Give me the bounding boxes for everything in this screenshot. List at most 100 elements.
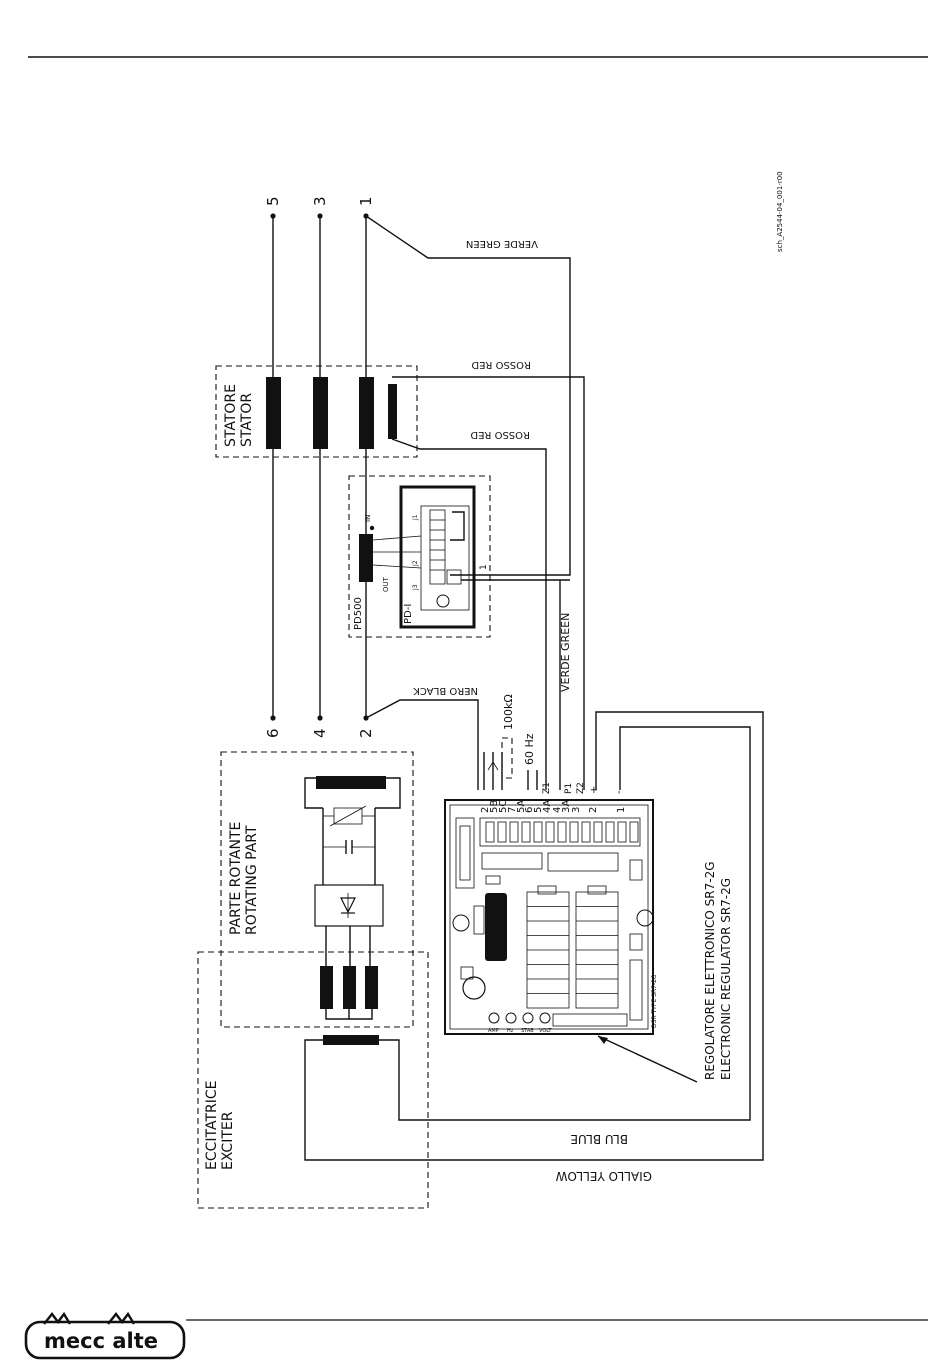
wire-label-verde-top: VERDE GREEN <box>466 238 538 249</box>
main-field-winding <box>316 776 386 789</box>
exciter-box <box>197 951 429 1209</box>
terminal-label-5: 5 <box>264 196 282 206</box>
regulator-terminal-label: 4 <box>552 807 563 813</box>
aux-winding <box>388 384 397 439</box>
regulator-terminal-label: 3 <box>571 807 582 813</box>
resistor-option-box <box>501 737 513 779</box>
rotor-exciter-winding-a <box>320 966 333 1009</box>
rotor-exciter-winding-b <box>343 966 356 1009</box>
regulator-label-it: REGOLATORE ELETTRONICO SR7-2G <box>703 861 717 1080</box>
regulator-terminal-label: 3A <box>561 800 572 813</box>
terminal-block-cell <box>545 821 555 843</box>
regulator-terminal-label: 5B <box>489 800 500 813</box>
stator-label-it: STATORE <box>223 384 239 447</box>
trimmer-label-amp: AMP <box>488 1028 499 1034</box>
doc-code: sch_A2544-04_001-r00 <box>776 171 784 252</box>
pd-in-dot <box>369 525 375 531</box>
stator-winding-3-4 <box>313 377 328 449</box>
wire-label-blu: BLU BLUE <box>570 1132 628 1146</box>
terminal-block-cell <box>557 821 567 843</box>
stator-lines <box>270 213 369 721</box>
pd-j1-label: J1 <box>412 514 419 521</box>
board-coil <box>485 893 507 961</box>
wire-giallo <box>304 711 764 1161</box>
exciter-label-en: EXCITER <box>220 1111 236 1170</box>
terminal-label-3: 3 <box>311 196 329 206</box>
terminal-tag-z2: Z2 <box>576 782 586 794</box>
exciter-label-it: ECCITATRICE <box>204 1080 220 1170</box>
trimmer-label-stab: STAB <box>521 1028 534 1034</box>
terminal-block-cell <box>485 821 495 843</box>
terminal-dot-5 <box>270 213 276 219</box>
terminal-tag-z1: Z1 <box>542 782 552 794</box>
exciter-stator-winding <box>323 1035 379 1045</box>
board-capacitor <box>462 976 486 1000</box>
rotating-label-en: ROTATING PART <box>244 825 260 935</box>
regulator-board-inner <box>449 804 649 1030</box>
wire-label-giallo: GIALLO YELLOW <box>555 1169 652 1183</box>
regulator-terminal-label: 7 <box>507 807 518 813</box>
wire-label-verde-side: VERDE GREEN <box>559 613 572 692</box>
trimmer-label-volt: VOLT <box>539 1028 552 1034</box>
pd500-box <box>348 475 491 638</box>
regulator-leader <box>597 1035 698 1083</box>
board-component-g <box>629 959 643 1021</box>
regulator-terminal-label: 5A <box>516 800 527 813</box>
wire-rosso-top <box>392 376 585 790</box>
trimmer-label-hz: Hz <box>507 1028 514 1034</box>
pd-board <box>399 485 476 629</box>
fuse-holder <box>455 817 475 889</box>
terminal-block-cell <box>509 821 519 843</box>
logo-frame <box>24 1320 186 1360</box>
logo-wave-right <box>107 1311 136 1325</box>
pd-in-label: IN <box>364 515 372 522</box>
trimmer-stab <box>522 1012 534 1024</box>
pd-j3-label: J3 <box>412 584 419 591</box>
regulator-terminal-label: 5 <box>533 807 544 813</box>
pd-out-label: OUT <box>382 576 390 592</box>
terminal-block-cell <box>521 821 531 843</box>
wire-blu <box>379 726 751 1121</box>
terminal-dot-3 <box>317 213 323 219</box>
wire-label-rosso-mid: ROSSO RED <box>470 429 530 440</box>
terminal-label-6: 6 <box>264 728 282 738</box>
terminal-label-4: 4 <box>311 728 329 738</box>
terminal-block-cell <box>629 821 639 843</box>
pd-jumper <box>450 511 465 541</box>
trimmer-hz <box>505 1012 517 1024</box>
terminal-block-cell <box>533 821 543 843</box>
wire-label-nero: NERO BLACK <box>413 685 478 696</box>
wire-rosso-mid <box>391 438 547 790</box>
logo-wave-left <box>43 1311 72 1325</box>
pd-connector-strip <box>429 509 446 585</box>
pd-board-inner <box>420 505 470 611</box>
pd-transformer <box>359 534 373 582</box>
pd-trimmer <box>436 594 450 608</box>
regulator-terminal-label: 4A <box>542 800 553 813</box>
pd-pin1-label: 1 <box>479 564 489 570</box>
board-type-label: DSR TYPE SR7-2G <box>651 974 658 1028</box>
pd-pin-block <box>446 569 462 585</box>
terminal-block-cell <box>569 821 579 843</box>
terminal-dot-6 <box>270 715 276 721</box>
terminal-label-1: 1 <box>357 196 375 206</box>
board-component-b <box>547 852 619 872</box>
wire-label-rosso-top: ROSSO RED <box>471 359 531 370</box>
regulator-terminal-label: 6 <box>524 807 535 813</box>
rotor-exciter-winding-c <box>365 966 378 1009</box>
terminal-tag-plus: + <box>589 786 600 794</box>
terminal-label-2: 2 <box>357 728 375 738</box>
terminal-tag-minus: - <box>614 790 625 794</box>
pd-j2-label: J2 <box>412 560 419 567</box>
terminal-block-cell <box>497 821 507 843</box>
rectifier-bridge <box>314 884 384 927</box>
regulator-label-en: ELECTRONIC REGULATOR SR7-2G <box>719 878 733 1080</box>
regulator-terminal-label: 2 <box>588 807 599 813</box>
trimmer-volt <box>539 1012 551 1024</box>
board-component-d <box>473 905 485 935</box>
stator-label-en: STATOR <box>239 393 255 447</box>
terminal-block-cell <box>617 821 627 843</box>
pdi-label: PD-I <box>403 604 414 624</box>
stator-winding-5-6 <box>266 377 281 449</box>
